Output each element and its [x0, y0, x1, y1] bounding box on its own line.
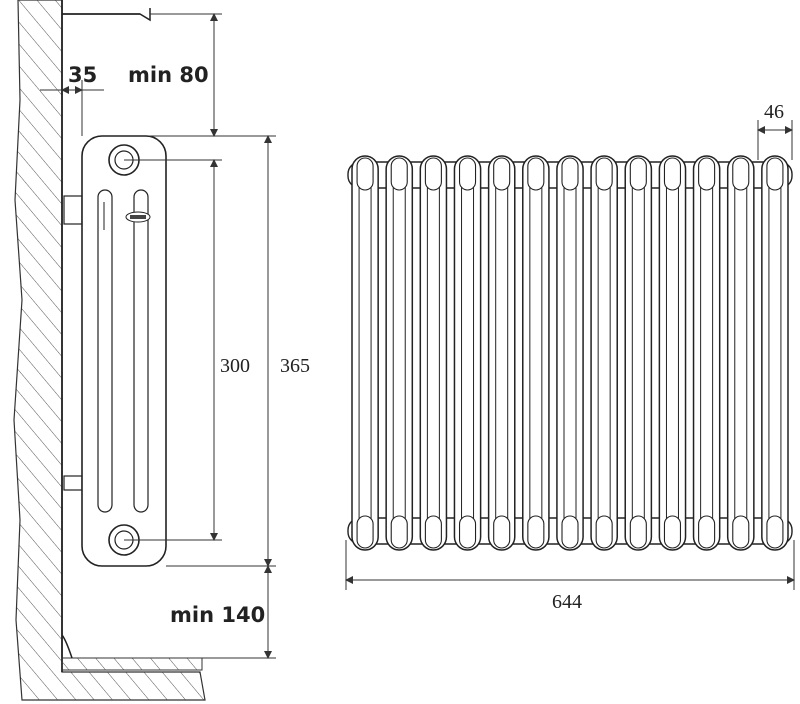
radiator-section	[453, 155, 482, 551]
radiator-section	[385, 155, 414, 551]
top-clearance-label: min 80	[128, 63, 209, 87]
radiator-section	[556, 155, 584, 551]
radiator-section	[487, 155, 516, 551]
radiator-sections	[347, 155, 793, 551]
column-tube-1	[97, 189, 113, 513]
radiator-section	[761, 155, 789, 551]
radiator-section	[692, 155, 721, 551]
bottom-bracket	[63, 475, 83, 491]
radiator-section	[726, 155, 755, 551]
radiator-section	[351, 155, 379, 551]
radiator-section	[624, 155, 653, 551]
center-distance-label: 300	[220, 355, 250, 377]
total-width-label: 644	[552, 591, 582, 613]
radiator-section	[522, 155, 550, 551]
section-width-label: 46	[764, 101, 784, 123]
radiator-side-body	[81, 135, 167, 567]
top-bracket	[63, 195, 83, 225]
wall-gap-label: 35	[68, 63, 97, 87]
floor-clearance-label: min 140	[170, 603, 265, 627]
radiator-section	[590, 155, 618, 551]
front-view: 644 46	[345, 101, 795, 613]
radiator-section	[658, 155, 687, 551]
radiator-section	[419, 155, 448, 551]
column-tube-2	[133, 189, 149, 513]
side-view: 35 min 80 300 365 min 140	[13, 0, 310, 701]
floor	[61, 657, 203, 671]
total-height-label: 365	[280, 355, 310, 377]
